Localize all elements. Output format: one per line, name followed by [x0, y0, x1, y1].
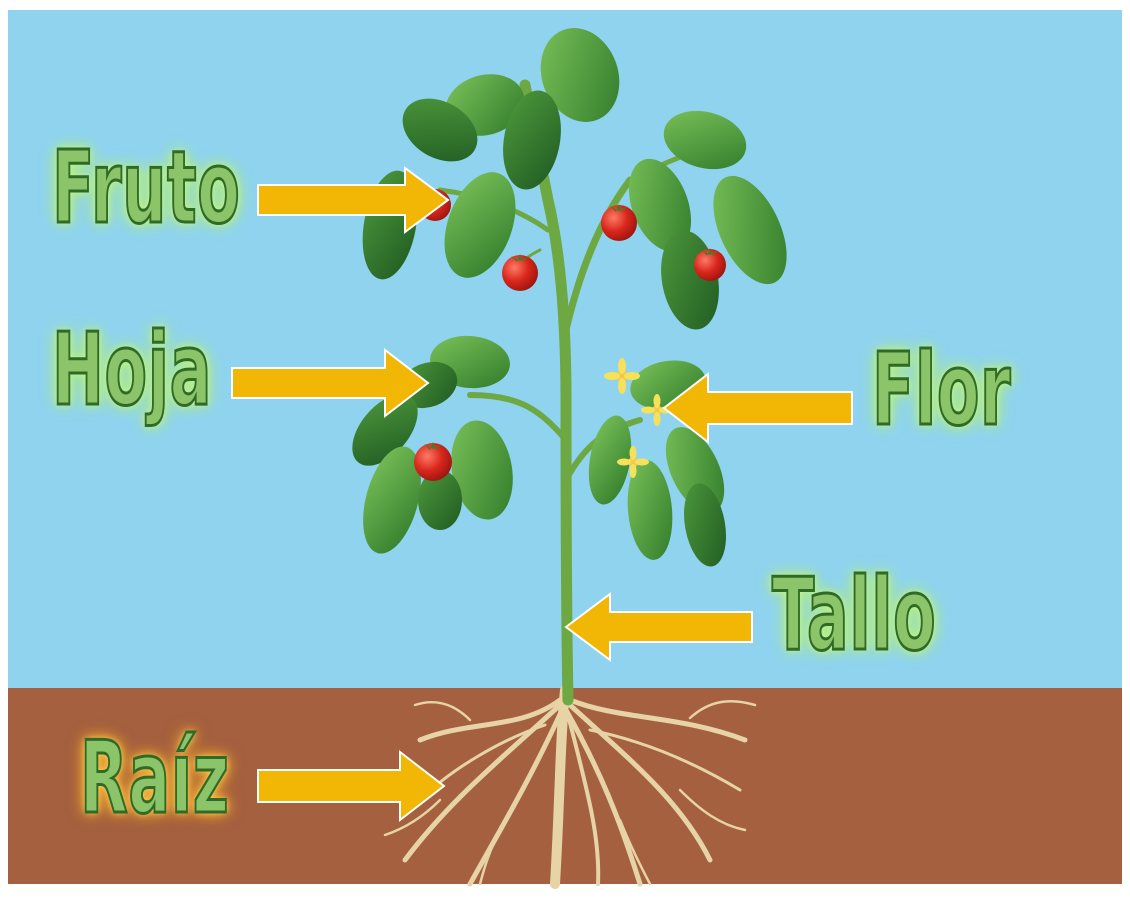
label-tallo: Tallo: [772, 565, 936, 665]
label-flor: Flor: [872, 340, 1011, 440]
label-raiz: Raíz: [80, 728, 229, 828]
label-fruto: Fruto: [52, 138, 240, 238]
label-hoja: Hoja: [52, 320, 212, 420]
